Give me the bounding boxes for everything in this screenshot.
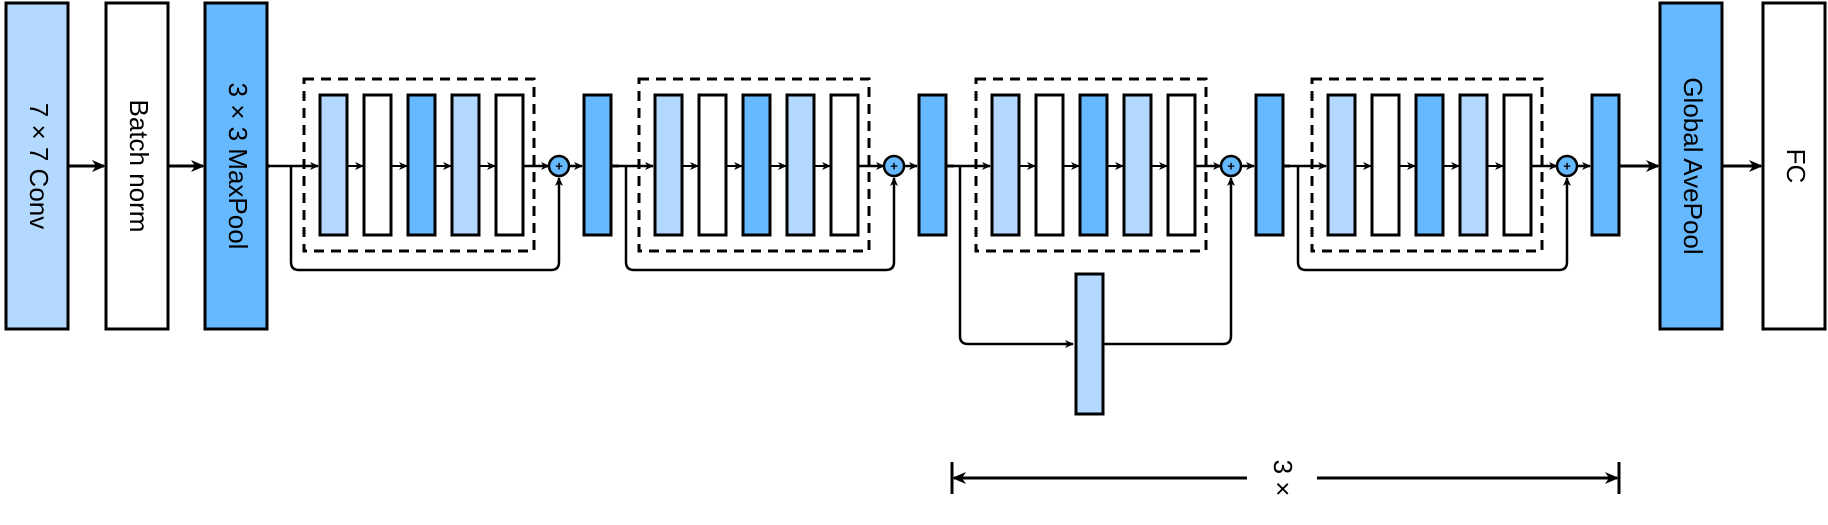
add-symbol: + [555, 158, 563, 173]
residual-block-2: + [619, 77, 954, 272]
batch-norm-box [104, 1, 170, 331]
block-layer-5 [829, 93, 860, 237]
block-output-box [582, 93, 613, 237]
block-layer-2 [1034, 93, 1065, 237]
global-avepool-layer: Global AvePool [1658, 1, 1724, 331]
residual-blocks: + + + + [267, 77, 1621, 416]
skip-connection [289, 166, 563, 272]
residual-block-3: + [954, 77, 1290, 416]
conv-label: 7 × 7 Conv [24, 103, 54, 229]
block-layer-1 [1326, 93, 1357, 237]
fc-label: FC [1781, 149, 1811, 184]
block-layer-1 [318, 93, 349, 237]
maxpool-box [203, 1, 269, 331]
add-symbol: + [1563, 158, 1571, 173]
projection-conv-box [1074, 272, 1105, 416]
batch-norm-layer: Batch norm [104, 1, 170, 331]
repeat-label: 3 × [1268, 460, 1298, 497]
block-layer-2 [362, 93, 393, 237]
block-layer-4 [785, 93, 816, 237]
block-layer-2 [1370, 93, 1401, 237]
skip-connection [1296, 166, 1571, 272]
stem-conv-layer: 7 × 7 Conv [4, 1, 70, 331]
block-layer-1 [990, 93, 1021, 237]
block-layer-4 [450, 93, 481, 237]
block-layer-4 [1122, 93, 1153, 237]
conv-box [4, 1, 70, 331]
block-output-box [1254, 93, 1285, 237]
block-layer-5 [1166, 93, 1197, 237]
block-layer-3 [1414, 93, 1445, 237]
repeat-indicator: 3 × [950, 460, 1621, 497]
add-symbol: + [1227, 158, 1235, 173]
block-output-box [1590, 93, 1621, 237]
block-layer-5 [494, 93, 525, 237]
residual-block-4: + [1290, 77, 1621, 272]
fc-box [1761, 1, 1827, 331]
block-layer-3 [1078, 93, 1109, 237]
global-avepool-label: Global AvePool [1678, 77, 1708, 254]
skip-connection [624, 166, 898, 272]
block-layer-4 [1458, 93, 1489, 237]
block-layer-3 [406, 93, 437, 237]
maxpool-layer: 3 × 3 MaxPool [203, 1, 269, 331]
residual-block-1: + [270, 77, 619, 272]
block-layer-5 [1502, 93, 1533, 237]
global-avepool-box [1658, 1, 1724, 331]
batch-norm-label: Batch norm [124, 100, 154, 233]
projection-shortcut-out [1103, 177, 1235, 346]
block-output-box [917, 93, 948, 237]
block-layer-1 [653, 93, 684, 237]
maxpool-label: 3 × 3 MaxPool [223, 83, 253, 250]
block-layer-3 [741, 93, 772, 237]
add-symbol: + [890, 158, 898, 173]
fc-layer: FC [1761, 1, 1827, 331]
projection-shortcut-in [958, 166, 1074, 348]
block-layer-2 [697, 93, 728, 237]
